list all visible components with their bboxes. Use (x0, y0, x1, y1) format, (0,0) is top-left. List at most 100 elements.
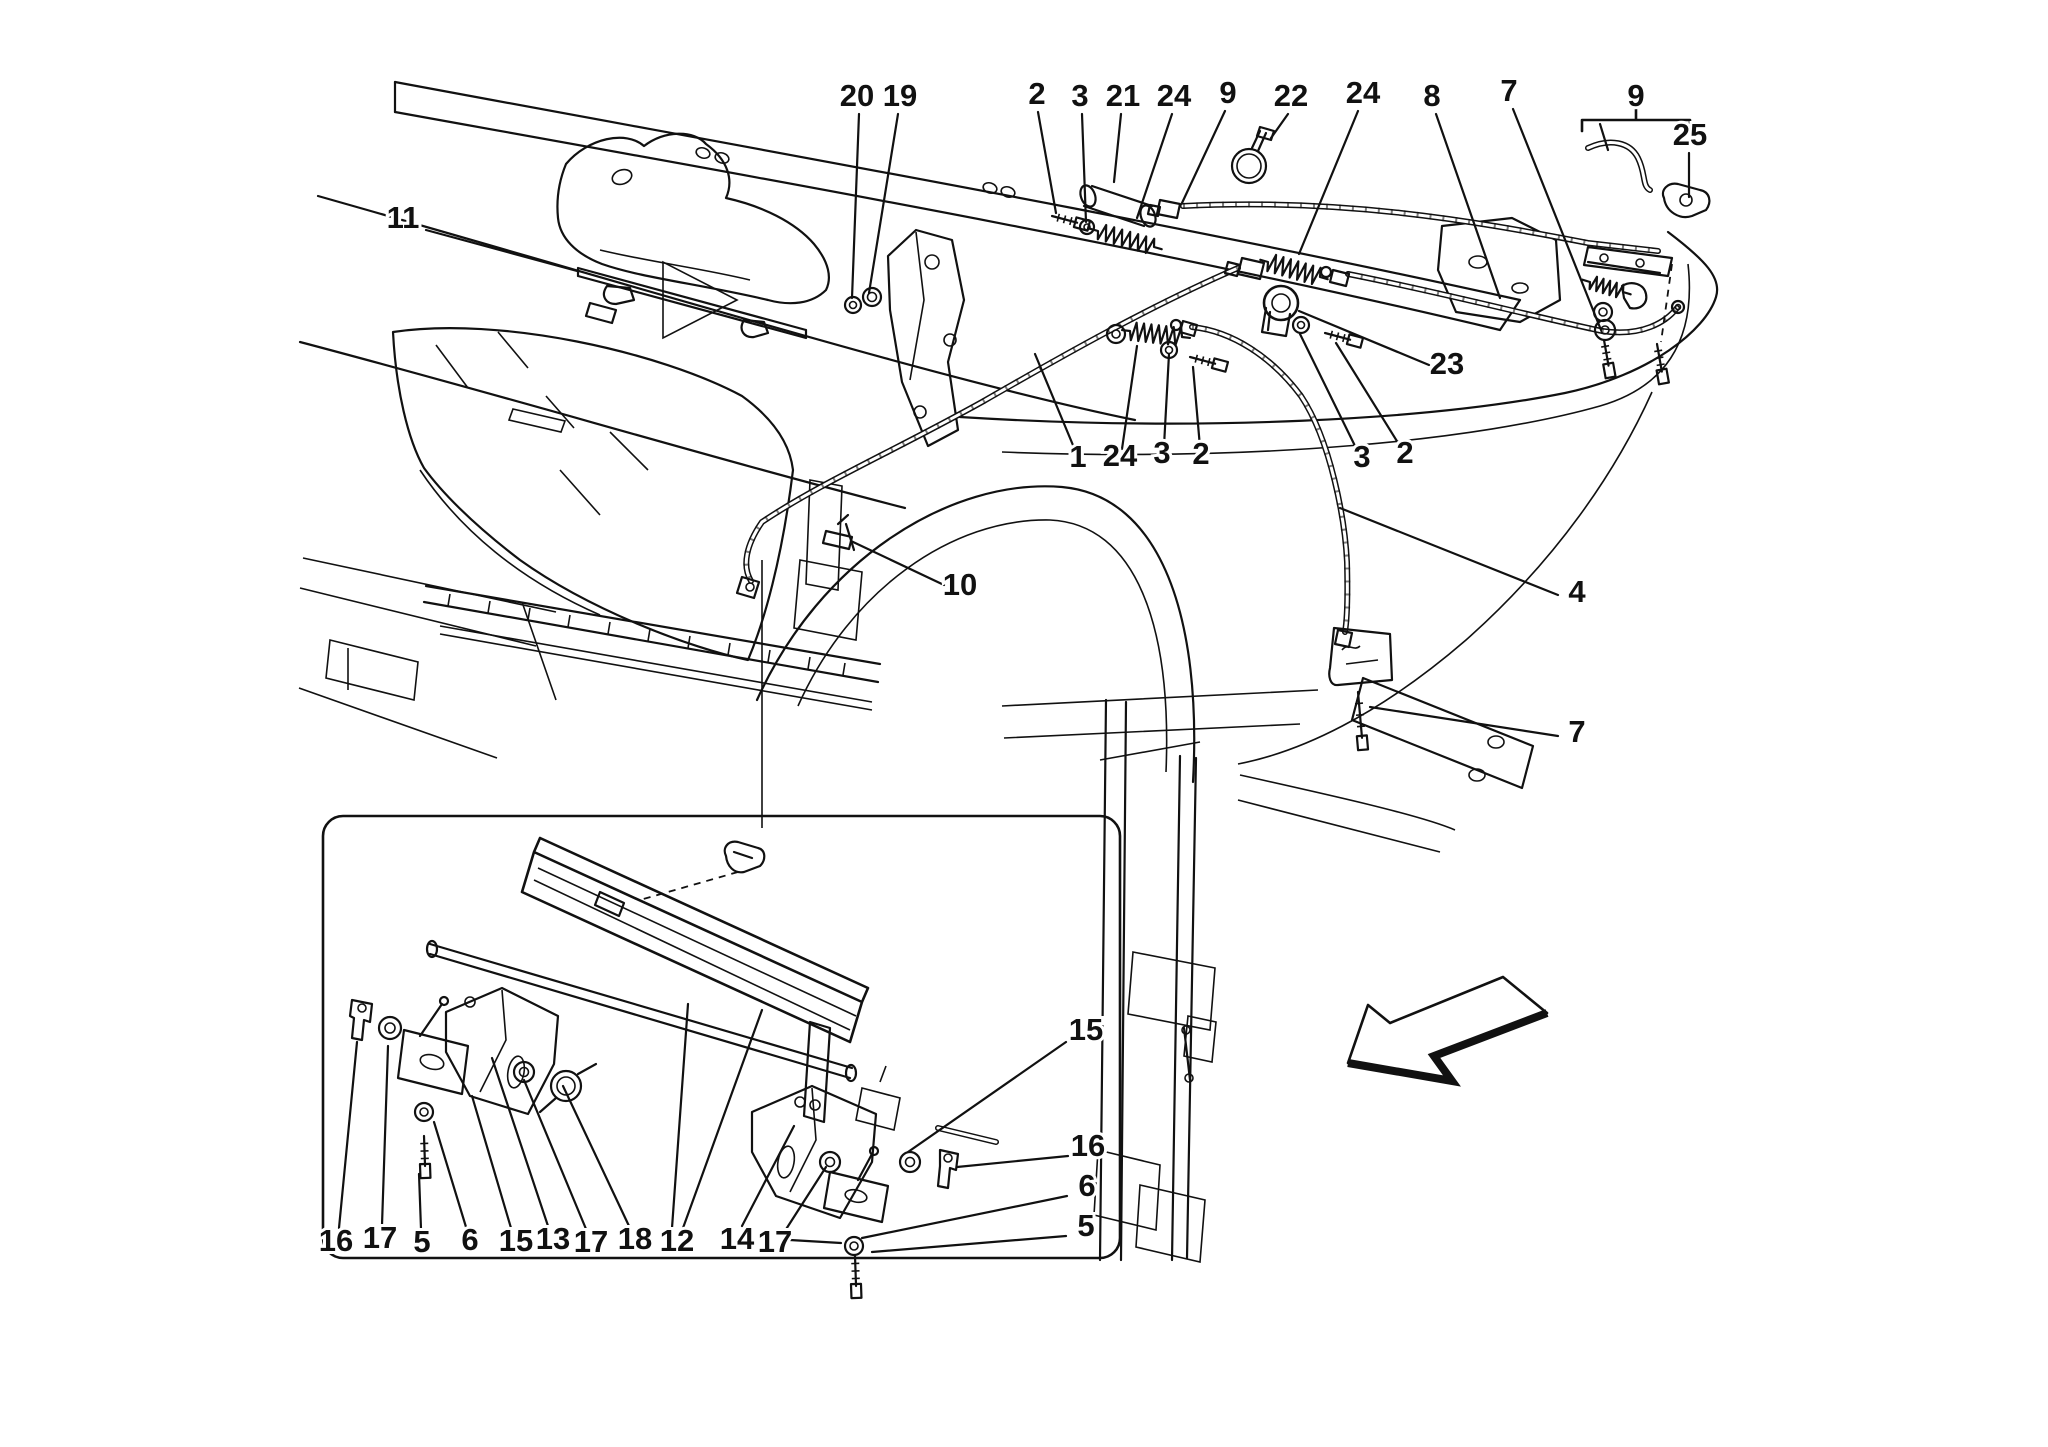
screw-head-art (1210, 357, 1230, 373)
spring-art (1581, 275, 1632, 299)
screw-thread-art (1355, 713, 1365, 717)
callout-label-22: 22 (1274, 78, 1308, 113)
callout-label-20: 20 (840, 78, 874, 113)
screw-head-art (1072, 216, 1092, 232)
washer-art (377, 1015, 403, 1041)
callout-label-3: 3 (1071, 78, 1088, 113)
callout-label-7: 7 (1568, 714, 1585, 749)
washer-hole-art (1111, 329, 1121, 339)
washer-hole-art (849, 1241, 859, 1251)
washer-hole-art (518, 1066, 530, 1078)
callout-label-2: 2 (1028, 76, 1045, 111)
callout-label-14: 14 (720, 1221, 755, 1256)
washer-hole-art (384, 1022, 396, 1034)
spring-art (1259, 253, 1329, 286)
leader-line (1269, 112, 1290, 140)
leader-line (1511, 107, 1603, 332)
callout-label-6: 6 (461, 1222, 478, 1257)
leader-line (740, 1124, 796, 1228)
screw-thread-art (1329, 330, 1334, 339)
screw-thread-art (1056, 213, 1061, 222)
leader-line (380, 1044, 390, 1227)
leader-line (490, 1056, 550, 1228)
callout-label-3: 3 (1153, 435, 1170, 470)
leader-line (788, 1238, 843, 1245)
spring-art (1089, 223, 1163, 255)
callout-label-23: 23 (1430, 346, 1464, 381)
callout-label-16: 16 (319, 1223, 353, 1258)
washer-hole-art (1598, 307, 1608, 317)
leader-line (1191, 365, 1202, 449)
callout-label-4: 4 (1568, 574, 1586, 609)
leader-line (1297, 309, 1431, 367)
callout-label-17: 17 (758, 1224, 792, 1259)
callout-label-3: 3 (1353, 439, 1370, 474)
leader-line (432, 1120, 468, 1229)
leader-line (470, 1094, 513, 1230)
leader-line (1434, 112, 1502, 300)
leader-line (424, 228, 579, 273)
leader-line (1297, 109, 1360, 256)
washer-art (1291, 315, 1311, 335)
callout-label-6: 6 (1078, 1168, 1095, 1203)
leader-line (1298, 332, 1359, 452)
washer-hole-art (848, 300, 858, 310)
leader-line (1338, 506, 1560, 597)
inset-detail-art (348, 836, 999, 1224)
screw-thread-art (1200, 356, 1205, 365)
washer-hole-art (824, 1156, 836, 1168)
leader-line (849, 539, 946, 587)
leader-line (1135, 112, 1174, 220)
leader-line (670, 1002, 690, 1230)
screw-thread-art (1069, 216, 1073, 226)
leader-line (1080, 112, 1088, 224)
washer-art (898, 1150, 922, 1174)
leader-line (337, 1040, 359, 1230)
direction-arrow-shadow (1347, 1009, 1549, 1087)
leader-line (1112, 112, 1123, 184)
callout-label-24: 24 (1346, 75, 1381, 110)
screw-head-art (418, 1162, 432, 1180)
callout-label-24: 24 (1103, 438, 1138, 473)
washer-art (843, 1235, 865, 1257)
leader-line (1162, 352, 1171, 448)
leader-line (867, 112, 900, 295)
part-9-brace (1580, 107, 1692, 133)
washer-hole-art (866, 291, 878, 303)
leader-line (1033, 352, 1077, 452)
callout-label-2: 2 (1192, 436, 1209, 471)
callout-label-12: 12 (660, 1223, 694, 1258)
washer-art (818, 1150, 842, 1174)
screw-thread-art (1655, 356, 1664, 360)
callout-label-5: 5 (413, 1224, 430, 1259)
leader-line (1368, 705, 1560, 738)
washer-hole-art (419, 1107, 429, 1117)
washer-hole-art (1674, 303, 1682, 311)
screw-thread-art (1603, 357, 1612, 361)
callout-label-17: 17 (363, 1220, 397, 1255)
callout-label-25: 25 (1673, 117, 1707, 152)
leader-line (906, 1040, 1068, 1154)
screw-thread-art (1342, 333, 1346, 343)
callout-label-19: 19 (883, 78, 917, 113)
washer-art (843, 295, 863, 315)
washer-hole-art (1296, 320, 1306, 330)
leader-line (860, 1194, 1069, 1240)
washer-art (861, 286, 883, 308)
callout-label-7: 7 (1500, 73, 1517, 108)
callout-label-8: 8 (1423, 78, 1440, 113)
screw-thread-art (1602, 351, 1611, 355)
body-outline-art (298, 80, 1719, 1263)
screw-head-art (1602, 361, 1617, 380)
washer-art (413, 1101, 435, 1123)
callout-label-17: 17 (574, 1224, 608, 1259)
callout-label-16: 16 (1071, 1128, 1105, 1163)
screw-head-art (1655, 367, 1670, 386)
leader-line (1180, 109, 1227, 205)
callout-label-13: 13 (536, 1221, 570, 1256)
screw-thread-art (1654, 349, 1663, 353)
screw-head-art (1355, 734, 1370, 752)
washer-art (1670, 299, 1686, 315)
